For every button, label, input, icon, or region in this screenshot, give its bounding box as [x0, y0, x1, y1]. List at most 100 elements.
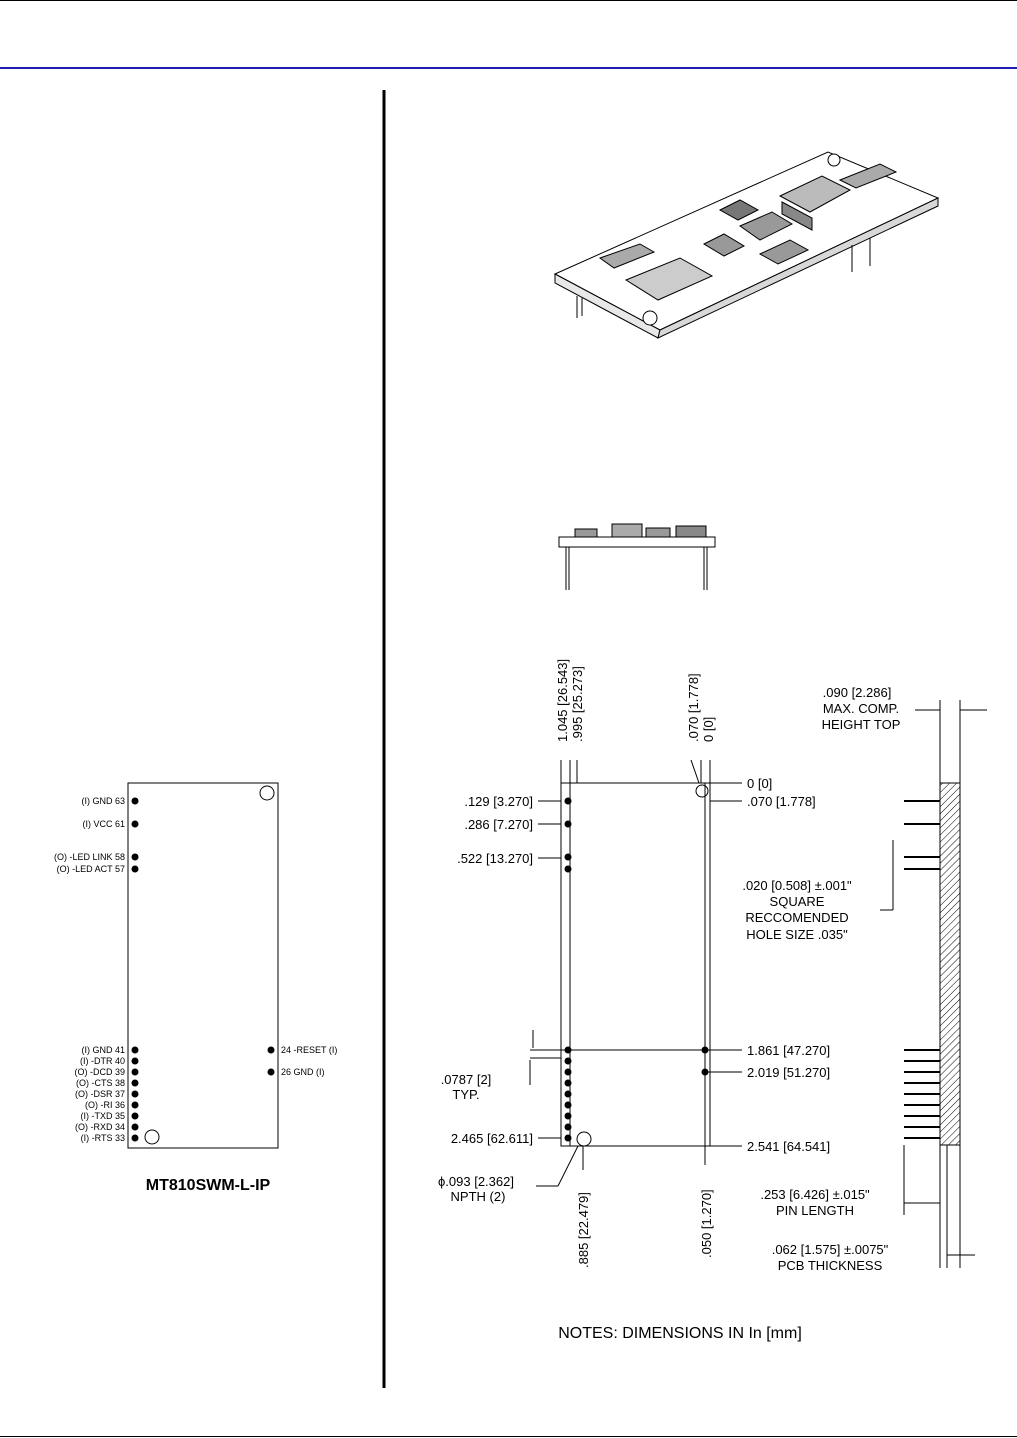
pin-dot — [131, 1090, 139, 1098]
pin-dot — [131, 853, 139, 861]
left-pin: (O) -DCD 39 — [74, 1067, 139, 1077]
pin-label: 24 -RESET (I) — [281, 1045, 337, 1055]
footprint-pin — [564, 1090, 572, 1098]
footprint-pin — [564, 1079, 572, 1087]
pin-number: 35 — [115, 1111, 125, 1121]
footprint-pin-holes — [564, 797, 709, 1142]
pin-dot — [267, 1046, 275, 1054]
dim-pitch-a: .0787 [2] — [441, 1072, 492, 1087]
mount-hole — [144, 1129, 160, 1145]
left-pin: (I) VCC 61 — [82, 819, 139, 829]
pin-label: 26 GND (I) — [281, 1067, 325, 1077]
pin-dot — [131, 1134, 139, 1142]
pin-dot — [131, 1057, 139, 1065]
footprint-pin — [701, 1046, 709, 1054]
pin-label-text: (O) -LED LINK — [54, 852, 115, 862]
pin-label: (O) -DSR 37 — [75, 1089, 125, 1099]
pin-label-text: (O) -RI — [85, 1100, 115, 1110]
module-side-view — [558, 523, 716, 590]
footer-rule — [0, 1436, 1017, 1437]
side-profile-pins — [904, 800, 940, 1139]
left-pin: (I) -DTR 40 — [80, 1056, 139, 1066]
pin-number: 33 — [115, 1133, 125, 1143]
left-pin: (O) -LED LINK 58 — [54, 852, 139, 862]
pin-label: (I) -DTR 40 — [80, 1056, 125, 1066]
pin-dot — [131, 1079, 139, 1087]
left-pin: (I) GND 63 — [81, 796, 139, 806]
dimension-notes: NOTES: DIMENSIONS IN In [mm] — [558, 1325, 802, 1342]
pin-number: 38 — [115, 1078, 125, 1088]
dim-origin: 0 [0] — [747, 776, 772, 791]
footprint-pin — [564, 1112, 572, 1120]
pin-number: 58 — [115, 852, 125, 862]
side-profile — [880, 700, 987, 1268]
pin-label: (I) VCC 61 — [82, 819, 125, 829]
pin-label-text: -RESET (I) — [294, 1045, 338, 1055]
pin-label-text: (I) -RTS — [81, 1133, 115, 1143]
dim-right-2541: 2.541 [64.541] — [747, 1139, 830, 1154]
footprint-pin — [564, 1046, 572, 1054]
footprint-pin — [564, 1134, 572, 1142]
dim-height-b: MAX. COMP. — [823, 701, 899, 716]
pin-label-text: (I) GND — [81, 1045, 115, 1055]
pinout-outline — [127, 782, 279, 1149]
pinout-diagram: (I) GND 63(I) VCC 61(O) -LED LINK 58(O) … — [54, 782, 337, 1194]
footprint-pin — [564, 797, 572, 805]
dim-pin-b: SQUARE — [770, 894, 825, 909]
pin-dot — [131, 1101, 139, 1109]
pin-number: 34 — [115, 1122, 125, 1132]
left-pin: (O) -RI 36 — [85, 1100, 139, 1110]
pin-number: 39 — [115, 1067, 125, 1077]
dim-right-2019: 2.019 [51.270] — [747, 1065, 830, 1080]
dim-left-129: .129 [3.270] — [464, 794, 533, 809]
pin-number: 24 — [281, 1045, 294, 1055]
dim-top-right-a: .070 [1.778] — [686, 673, 701, 742]
footprint-pin — [564, 1123, 572, 1131]
dim-len-b: PIN LENGTH — [776, 1203, 854, 1218]
left-pin: (O) -RXD 34 — [75, 1122, 139, 1132]
footprint-drawing — [529, 759, 742, 1187]
pin-label: (I) GND 41 — [81, 1045, 125, 1055]
npth-hole — [695, 784, 709, 798]
dim-len-a: .253 [6.426] ±.015" — [760, 1187, 870, 1202]
pin-label-text: (O) -CTS — [76, 1078, 115, 1088]
dim-pcb-b: PCB THICKNESS — [778, 1258, 883, 1273]
footprint-pin — [564, 1057, 572, 1065]
left-pin: (I) -RTS 33 — [81, 1133, 139, 1143]
dim-bottom-050: .050 [1.270] — [699, 1189, 714, 1258]
footprint-pin — [564, 820, 572, 828]
right-pin-list: 24 -RESET (I) 26 GND (I) — [267, 1045, 337, 1077]
pin-dot — [131, 820, 139, 828]
footprint-pin — [564, 865, 572, 873]
dim-height-c: HEIGHT TOP — [822, 717, 901, 732]
pin-label-text: GND (I) — [294, 1067, 325, 1077]
pin-label-text: (O) -DCD — [74, 1067, 115, 1077]
dim-height-a: .090 [2.286] — [823, 685, 892, 700]
left-pin: (O) -DSR 37 — [75, 1089, 139, 1099]
pin-dot — [267, 1068, 275, 1076]
pin-number: 41 — [115, 1045, 125, 1055]
dim-right-1861: 1.861 [47.270] — [747, 1043, 830, 1058]
left-pin: (I) -TXD 35 — [80, 1111, 139, 1121]
top-border — [0, 0, 1017, 1]
left-pin: (O) -CTS 38 — [76, 1078, 139, 1088]
pin-label-text: (O) -LED ACT — [57, 864, 115, 874]
pin-number: 57 — [115, 864, 125, 874]
dim-pin-c: RECCOMENDED — [745, 910, 848, 925]
right-pin: 24 -RESET (I) — [267, 1045, 337, 1055]
npth-hole — [576, 1131, 592, 1147]
pin-dot — [131, 1123, 139, 1131]
pin-label-text: (I) VCC — [82, 819, 115, 829]
dim-pitch-b: TYP. — [452, 1087, 479, 1102]
pin-dot — [131, 865, 139, 873]
mount-hole — [259, 785, 275, 801]
dim-pin-d: HOLE SIZE .035" — [746, 927, 848, 942]
dim-top-right-b: 0 [0] — [701, 717, 716, 742]
pin-label: (O) -RI 36 — [85, 1100, 125, 1110]
pin-label-text: (I) -TXD — [80, 1111, 115, 1121]
pin-number: 61 — [115, 819, 125, 829]
pin-label: (I) GND 63 — [81, 796, 125, 806]
pin-number: 36 — [115, 1100, 125, 1110]
pin-label: (O) -CTS 38 — [76, 1078, 125, 1088]
